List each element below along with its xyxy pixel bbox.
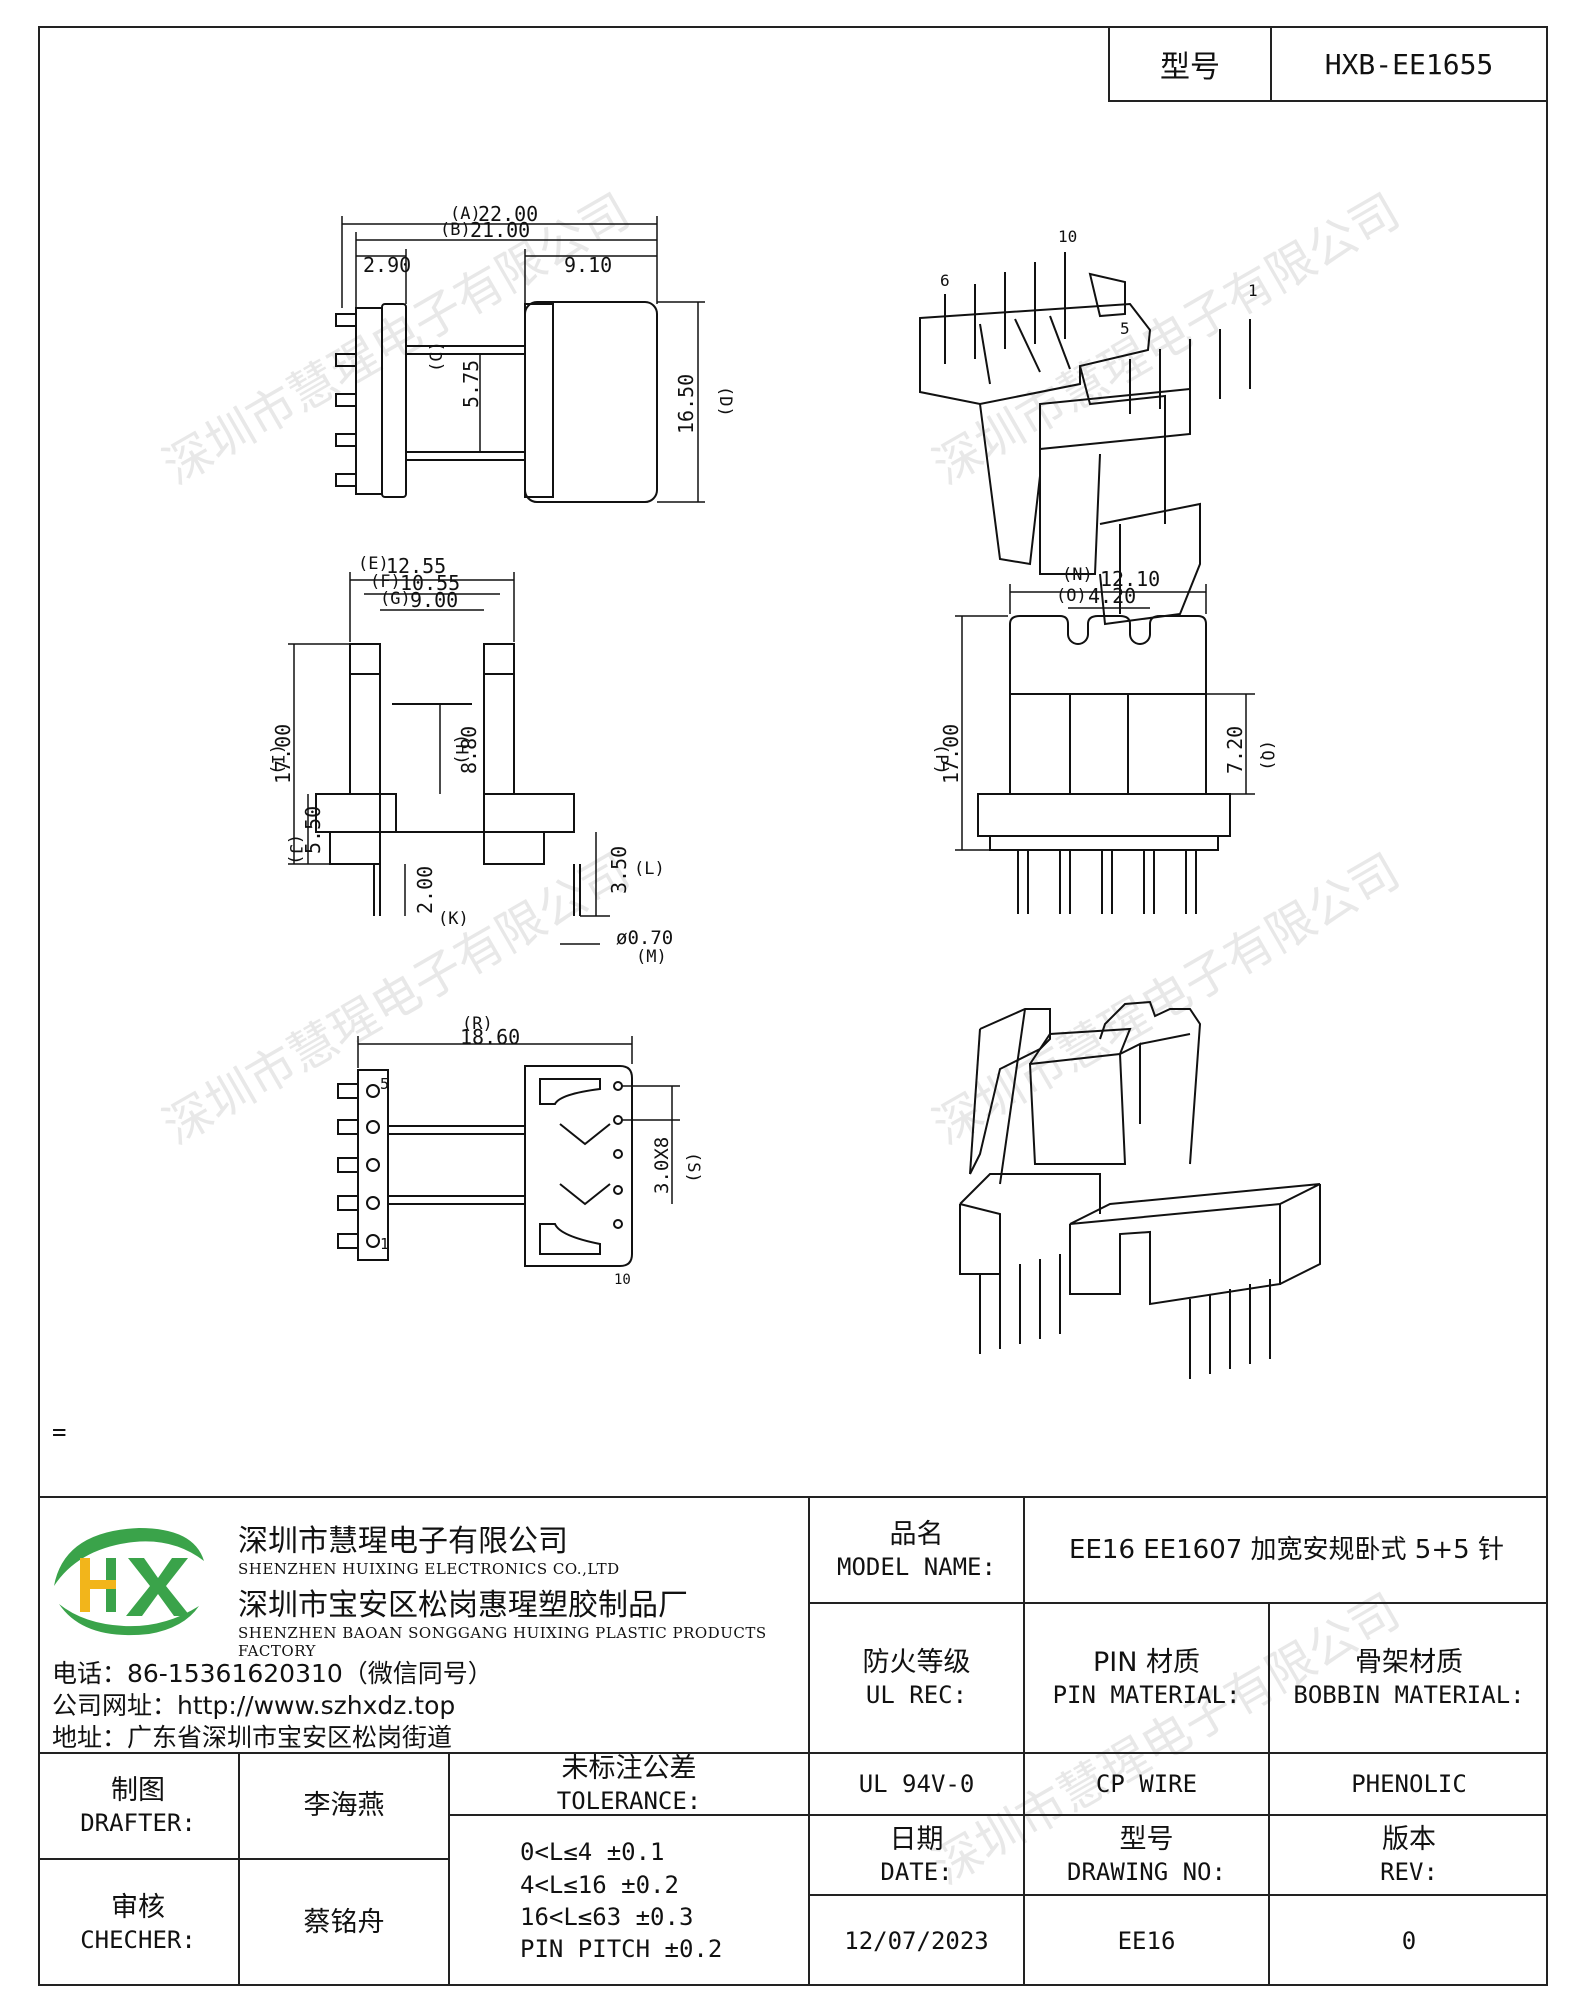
dim-value: 2.90 (363, 253, 411, 277)
dim-value: 18.60 (460, 1025, 520, 1049)
tolerance-item: 4<L≤16 ±0.2 (520, 1870, 679, 1899)
model-box: 型号 HXB-EE1655 (1108, 26, 1548, 102)
dim-value: 22.00 (478, 202, 538, 226)
tolerance-list: 0<L≤4 ±0.1 4<L≤16 ±0.2 16<L≤63 ±0.3 PIN … (450, 1816, 808, 1986)
dim-label: (I) (267, 744, 287, 775)
pin-label: 10 (1058, 227, 1077, 246)
dim-label: (C) (427, 341, 447, 372)
bobbin-material-value: PHENOLIC (1351, 1770, 1467, 1798)
dim-value: 2.00 (413, 866, 437, 914)
date-label: 日期 DATE: (880, 1824, 953, 1886)
tolerance-item: 0<L≤4 ±0.1 (520, 1838, 665, 1867)
pin-material-value: CP WIRE (1095, 1770, 1198, 1798)
stray-mark: = (52, 1418, 67, 1446)
rev-label: 版本 REV: (1380, 1824, 1438, 1886)
pin-label: 5 (1120, 319, 1130, 338)
dim-value: 9.10 (564, 253, 612, 277)
pin-label: 6 (940, 271, 950, 290)
drawing-no-label: 型号 DRAWING NO: (1067, 1824, 1226, 1886)
dim-value: 17.00 (939, 724, 963, 784)
company-website[interactable]: 公司网址：http://www.szhxdz.top (52, 1691, 456, 1720)
dim-value: 17.00 (271, 724, 295, 784)
dim-value: 9.00 (410, 588, 458, 612)
model-name-value: EE16 EE1607 加宽安规卧式 5+5 针 (1069, 1534, 1504, 1565)
bottom-view: (R) 18.60 3.0X8 (S) 5 1 10 (337, 1014, 703, 1288)
dim-label: (D) (715, 386, 735, 417)
iso-view-bottom (959, 1000, 1321, 1379)
dim-value: 3.50 (607, 846, 631, 894)
dim-value: 12.55 (386, 554, 446, 578)
drafter-name: 李海燕 (303, 1790, 385, 1822)
dim-label: (N) (1062, 565, 1093, 585)
dim-label: (F) (370, 572, 401, 592)
dim-label: (L) (634, 859, 665, 879)
pin-label: 5 (380, 1075, 389, 1093)
model-label: 型号 (1110, 28, 1272, 100)
checker-label: 审核 CHECHER: (80, 1892, 196, 1954)
date-value: 12/07/2023 (844, 1927, 989, 1955)
dim-value: 8.80 (457, 726, 481, 774)
model-name-label: 品名 MODEL NAME: (837, 1519, 996, 1581)
rev-value: 0 (1401, 1927, 1417, 1955)
company-logo (54, 1528, 204, 1636)
dim-value: 21.00 (470, 218, 530, 242)
dim-label: (M) (636, 947, 667, 967)
dim-value: 4.20 (1088, 584, 1136, 608)
side-view: (N) 12.10 (O) 4.20 (P) 17.00 7.20 (Q) (931, 565, 1277, 914)
tolerance-label: 未标注公差 TOLERANCE: (556, 1753, 702, 1815)
tolerance-item: PIN PITCH ±0.2 (520, 1935, 723, 1964)
checker-name: 蔡铭舟 (303, 1907, 385, 1939)
dim-label: (H) (451, 734, 471, 765)
bobbin-material-label: 骨架材质 BOBBIN MATERIAL: (1293, 1647, 1525, 1709)
factory-name: 深圳市宝安区松岗惠瑆塑胶制品厂 (238, 1588, 688, 1623)
company-address: 地址：广东省深圳市宝安区松岗街道 (52, 1723, 453, 1752)
factory-name-en: SHENZHEN BAOAN SONGGANG HUIXING PLASTIC … (238, 1624, 767, 1660)
dim-value: 10.55 (400, 571, 460, 595)
dim-value: 3.0X8 (651, 1137, 673, 1194)
dim-label: (E) (358, 554, 389, 574)
top-view: (A) 22.00 (B) 21.00 2.90 9.10 (C) 5.75 1… (335, 202, 735, 503)
dim-label: (P) (931, 744, 951, 775)
drafter-label: 制图 DRAFTER: (80, 1775, 196, 1837)
company-name-en: SHENZHEN HUIXING ELECTRONICS CO.,LTD (238, 1560, 620, 1578)
dim-value: 5.50 (301, 806, 325, 854)
dim-value: 5.75 (459, 360, 483, 408)
model-value: HXB-EE1655 (1324, 47, 1494, 81)
dim-label: (Q) (1257, 740, 1277, 771)
dim-label: (O) (1056, 586, 1087, 606)
company-info: 深圳市慧瑆电子有限公司 SHENZHEN HUIXING ELECTRONICS… (38, 1496, 808, 1752)
pin-label: 1 (1248, 281, 1258, 300)
pin-label: 10 (614, 1272, 631, 1288)
dim-label: (K) (438, 909, 469, 929)
company-phone: 电话：86-15361620310（微信同号） (52, 1659, 493, 1688)
dim-label: (G) (380, 589, 411, 609)
dim-value: 16.50 (674, 374, 698, 434)
dim-value: 7.20 (1223, 726, 1247, 774)
drawing-no-value: EE16 (1117, 1927, 1176, 1955)
dim-value: 12.10 (1100, 567, 1160, 591)
pin-material-label: PIN 材质 PIN MATERIAL: (1052, 1647, 1241, 1709)
tolerance-item: 16<L≤63 ±0.3 (520, 1903, 694, 1931)
ul-rec-label: 防火等级 UL REC: (862, 1647, 971, 1709)
dim-label: (S) (683, 1152, 703, 1183)
company-name: 深圳市慧瑆电子有限公司 (238, 1524, 568, 1559)
ul-rec-value: UL 94V-0 (858, 1770, 975, 1798)
drawing-frame (38, 26, 1548, 1986)
dim-label: (J) (285, 834, 305, 865)
pin-label: 1 (380, 1235, 389, 1253)
dim-label: (B) (440, 220, 471, 240)
title-block: 深圳市慧瑆电子有限公司 SHENZHEN HUIXING ELECTRONICS… (38, 1496, 1548, 1986)
technical-drawing: (A) 22.00 (B) 21.00 2.90 9.10 (C) 5.75 1… (267, 202, 1321, 1379)
dim-label: (A) (450, 204, 481, 224)
dim-label: (R) (462, 1014, 493, 1034)
dim-value: ø0.70 (616, 927, 673, 949)
front-view: (E) 12.55 (F) 10.55 (G) 9.00 (I) 17.00 (… (267, 554, 673, 967)
